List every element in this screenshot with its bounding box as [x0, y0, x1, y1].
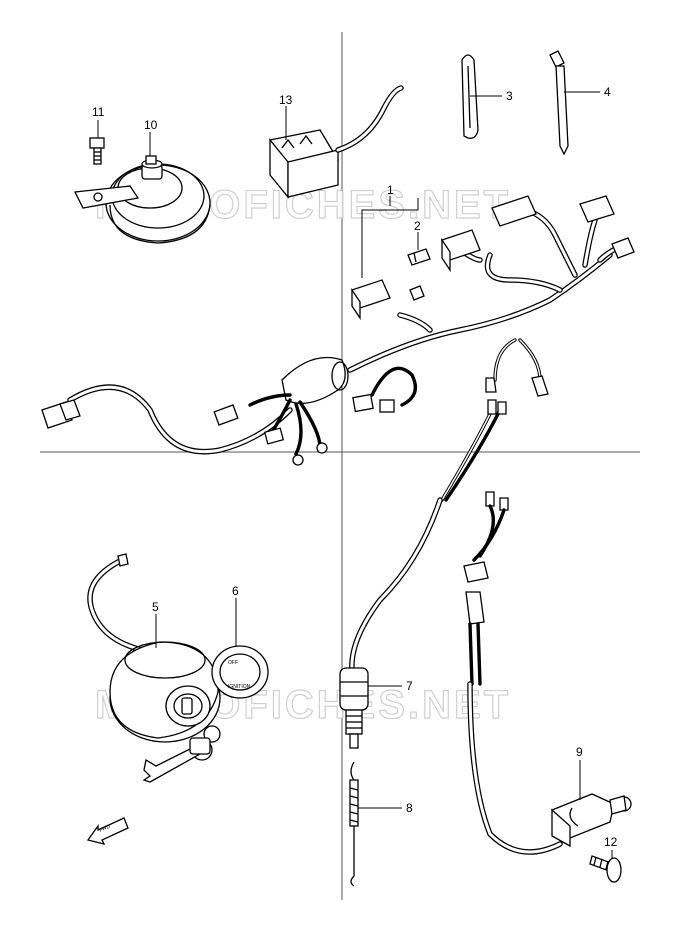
brake-switch-lead[interactable] [349, 338, 549, 673]
forward-direction-arrow: FWD [86, 817, 129, 845]
callout-10: 12 [604, 835, 618, 849]
switch-part-7[interactable] [339, 667, 369, 749]
callout-13: 13 [279, 93, 293, 107]
ignition-tag-ignition: IGNITION [228, 684, 251, 690]
horn-part[interactable] [74, 155, 211, 244]
callout-2: 2 [414, 219, 421, 233]
spring-part-8[interactable] [349, 761, 359, 887]
ignition-tag-off: OFF [228, 660, 238, 666]
ignition-switch-part-5[interactable] [87, 553, 221, 743]
fuse-part-2[interactable] [407, 248, 431, 266]
callout-3: 3 [506, 89, 513, 103]
screw-part-10[interactable] [589, 855, 622, 883]
callout-1: 1 [387, 183, 394, 197]
bolt-part-12[interactable] [89, 137, 105, 165]
fwd-label: FWD [98, 824, 111, 834]
callout-9: 9 [576, 745, 583, 759]
callout-4: 4 [604, 85, 611, 99]
quadrant-dividers [40, 32, 640, 900]
callout-12: 11 [92, 105, 105, 119]
callout-11: 10 [144, 118, 158, 132]
callout-7: 7 [406, 679, 413, 693]
main-wiring-harness-part-1[interactable] [41, 195, 635, 466]
ignition-label-plate-part-6[interactable]: OFF IGNITION [211, 645, 269, 699]
callout-6: 6 [232, 584, 239, 598]
relay-part-13[interactable] [268, 85, 404, 199]
ignition-key[interactable] [142, 725, 221, 783]
callout-leaders [97, 91, 613, 858]
switch-lead-part-9[interactable] [463, 491, 632, 855]
callout-8: 8 [406, 801, 413, 815]
cable-tie-part-4[interactable] [549, 50, 569, 156]
callout-5: 5 [152, 600, 159, 614]
clamp-part-3[interactable] [461, 54, 479, 139]
callout-labels: 11 10 13 3 4 1 2 5 6 7 8 9 12 [92, 85, 618, 849]
